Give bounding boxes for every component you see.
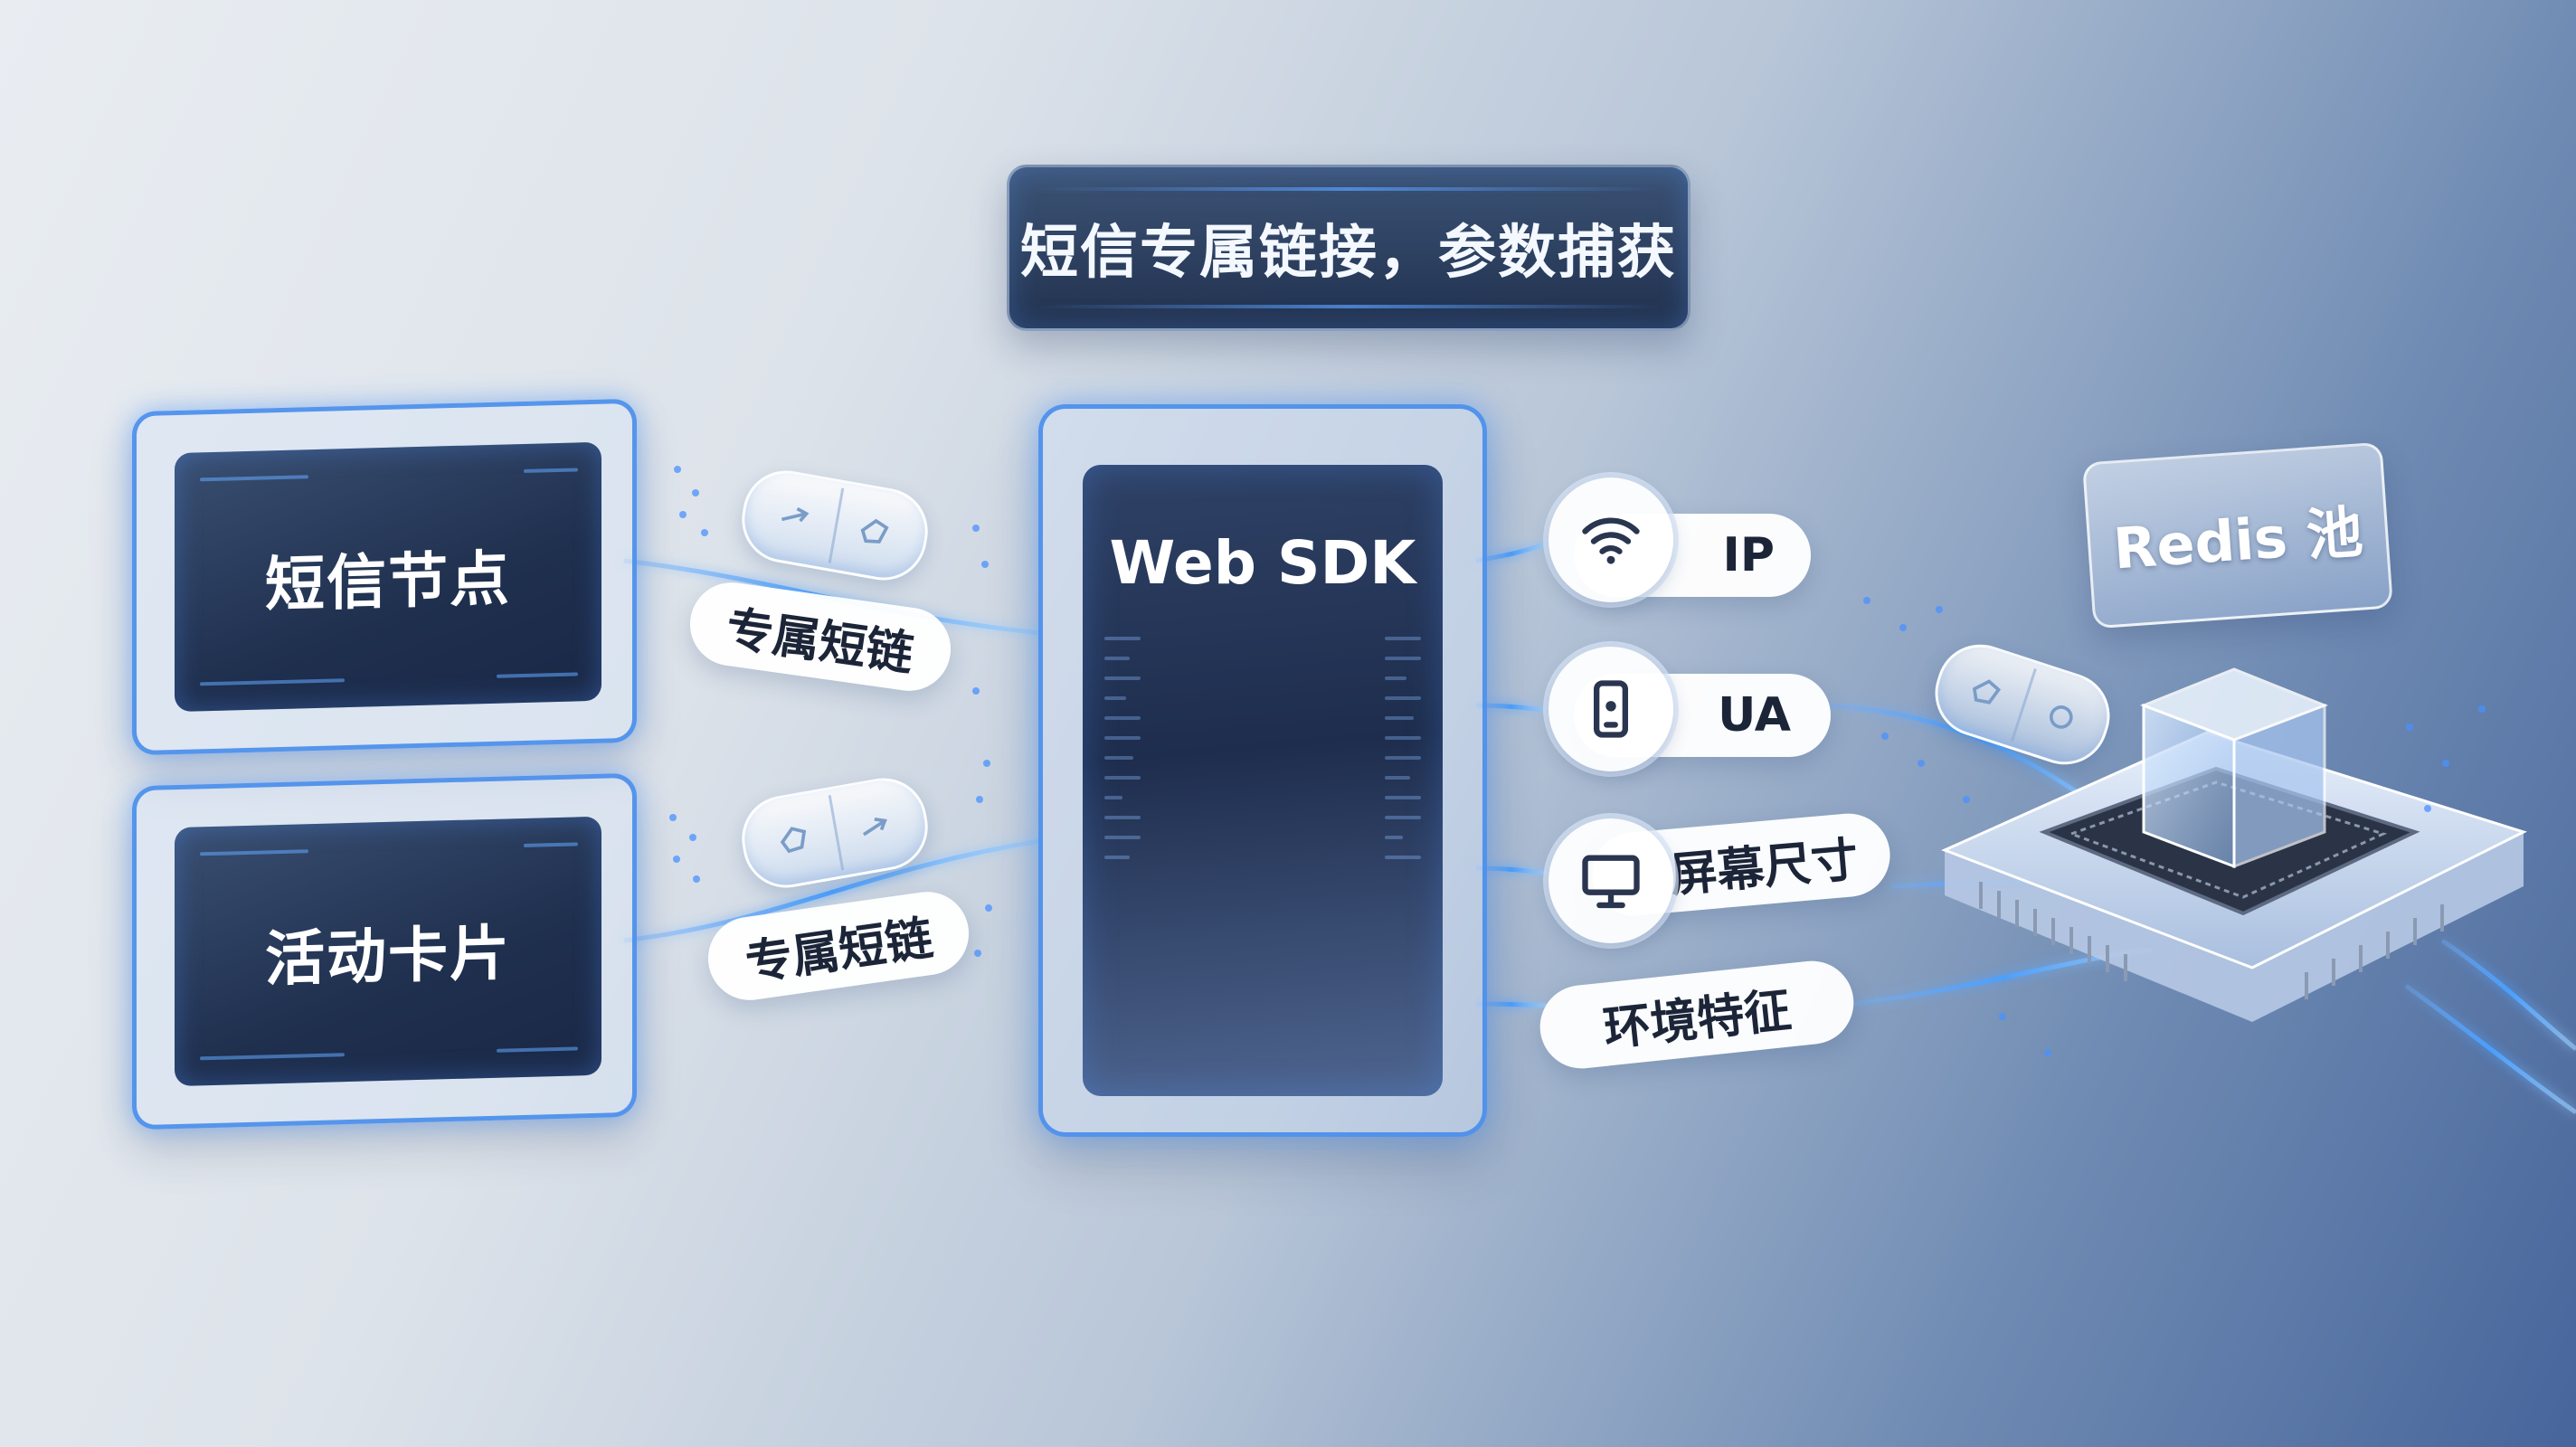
wire-sdk-to-screen — [1475, 865, 1548, 875]
param-ip-label: IP — [1722, 528, 1775, 582]
phone-icon — [1594, 680, 1628, 738]
param-screen-label: 屏幕尺寸 — [1668, 832, 1861, 903]
wire-sdk-to-env — [1475, 1001, 1548, 1008]
param-env-label: 环境特征 — [1600, 982, 1795, 1057]
wire-redis-out — [2440, 938, 2576, 1051]
title-rail-bottom — [1037, 305, 1661, 308]
circle-icon — [2049, 705, 2073, 729]
deco-lines-left — [1104, 637, 1141, 875]
wire-sdk-to-ua — [1475, 703, 1548, 713]
wifi-icon — [1582, 517, 1640, 564]
source-node-card-label: 活动卡片 — [265, 918, 511, 995]
cube-top — [2139, 667, 2329, 742]
tag-icon — [780, 827, 807, 854]
wire-sdk-to-ip — [1475, 540, 1548, 563]
redis-pool-label: Redis 池 — [2081, 441, 2394, 629]
title-banner: 短信专属链接，参数捕获 — [1007, 165, 1690, 331]
param-ip-icon-badge — [1548, 478, 1673, 602]
param-ua-label: UA — [1718, 688, 1791, 742]
link-capsule-top — [734, 463, 935, 588]
web-sdk-panel: Web SDK — [1038, 404, 1487, 1137]
source-node-card: 活动卡片 — [132, 772, 637, 1130]
web-sdk-inner: Web SDK — [1083, 465, 1443, 1096]
source-node-card-panel: 活动卡片 — [175, 816, 601, 1087]
redis-pool-label-text: Redis 池 — [2111, 498, 2365, 582]
param-ua-icon-badge — [1548, 647, 1673, 771]
monitor-icon — [1582, 855, 1640, 909]
title-rail-top — [1037, 187, 1661, 191]
source-node-sms-label: 短信节点 — [265, 544, 511, 620]
tag-icon — [1972, 679, 2002, 705]
title-text: 短信专属链接，参数捕获 — [1020, 220, 1677, 287]
param-screen-icon-badge — [1548, 818, 1673, 943]
redis-pool-chip — [1941, 667, 2527, 1022]
web-sdk-label: Web SDK — [1109, 528, 1416, 598]
chip-pins — [1979, 882, 2444, 999]
arrow-icon — [862, 818, 887, 837]
source-node-sms: 短信节点 — [132, 398, 637, 756]
wire-redis-out-2 — [2404, 983, 2576, 1115]
source-node-sms-panel: 短信节点 — [175, 441, 601, 713]
data-capsule-redis — [1924, 633, 2121, 776]
link-capsule-bottom — [734, 771, 935, 895]
wire-card-to-sdk — [623, 838, 1041, 943]
arrow-icon — [781, 506, 810, 523]
deco-lines-right — [1385, 637, 1421, 875]
tag-icon — [860, 518, 889, 544]
